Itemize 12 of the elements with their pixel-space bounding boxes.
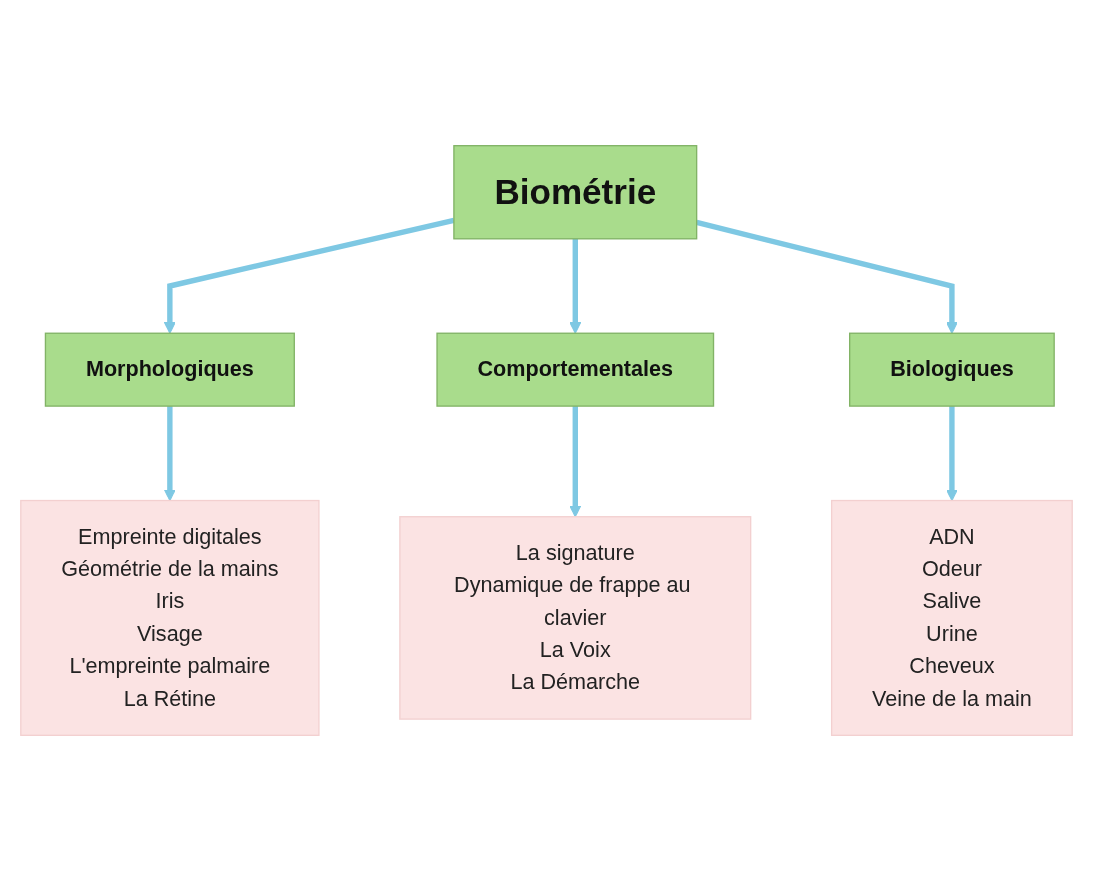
node-box: ADN Odeur Salive Urine Cheveux Veine de la main <box>830 499 1073 736</box>
arrow <box>163 406 176 502</box>
arrow <box>569 406 582 518</box>
node-box: Biométrie <box>453 145 698 240</box>
node-box: Morphologiques <box>44 332 295 407</box>
arrow <box>569 238 582 334</box>
node-box: Comportementales <box>436 332 715 407</box>
arrow <box>946 406 958 502</box>
node-box: Biologiques <box>849 332 1055 407</box>
arrow <box>696 219 958 334</box>
node-box: Empreinte digitales Géométrie de la mains Iris Visage L'empreinte palmaire La Rétine <box>20 499 320 736</box>
node-box: La signature Dynamique de frappe au clavier La Voix La Démarche <box>399 516 752 720</box>
